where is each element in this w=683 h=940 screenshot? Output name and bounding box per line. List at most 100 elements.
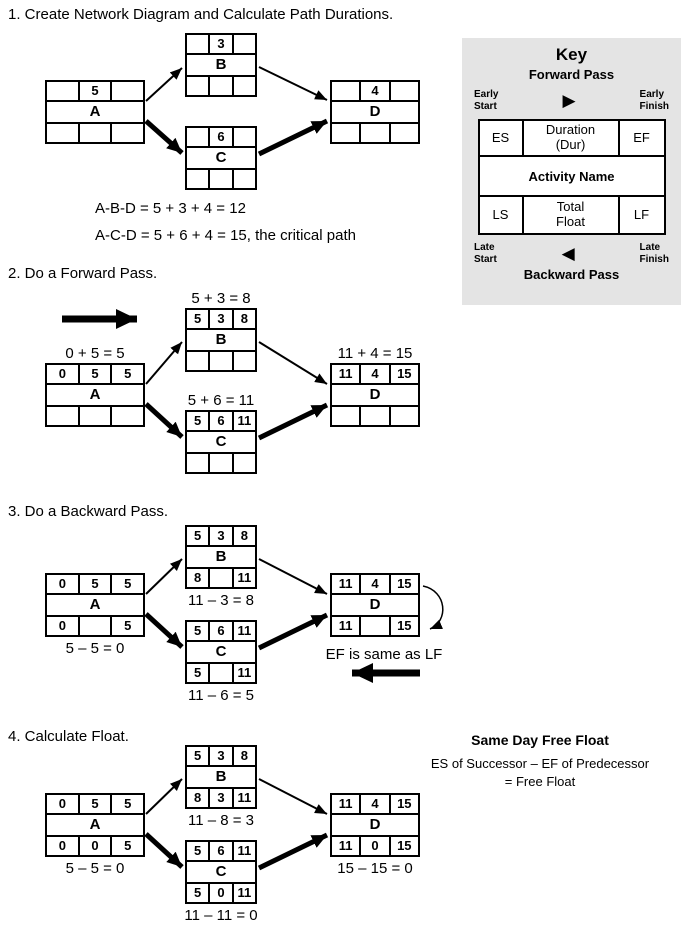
calc-b-s2: 5 + 3 = 8 (191, 290, 251, 307)
early-row: 0 5 5 (47, 365, 143, 385)
late-row (187, 170, 255, 188)
ls-cell: 11 (332, 837, 362, 855)
es-cell (187, 128, 211, 146)
critical-arrow-a-to-c-s4 (144, 832, 184, 869)
key-node-legend: ES Duration (Dur) EF Activity Name LS To… (477, 119, 666, 235)
ls-cell: 11 (332, 617, 362, 635)
legend-total-float-cell: Total Float (524, 197, 620, 233)
activity-node-c-s1: 6 C (185, 126, 257, 190)
es-cell: 0 (47, 795, 80, 813)
critical-arrow-c-to-d-s1 (257, 118, 329, 157)
lf-cell (391, 124, 418, 142)
ef-lf-note-s3: EF is same as LF (325, 646, 443, 663)
early-row: 6 (187, 128, 255, 148)
late-row (187, 77, 255, 95)
ef-cell (234, 128, 255, 146)
early-finish-label: Early Finish (639, 89, 669, 112)
duration-cell: 4 (361, 575, 391, 593)
calc-d-s2: 11 + 4 = 15 (337, 345, 413, 362)
lf-cell (391, 407, 418, 425)
activity-name: D (332, 102, 418, 124)
activity-name: A (47, 102, 143, 124)
ef-cell: 5 (124, 576, 132, 591)
calc-b-s3: 11 – 3 = 8 (187, 592, 255, 609)
float-cell (361, 617, 391, 635)
late-row: 8 3 11 (187, 789, 255, 807)
late-row: 5 11 (187, 664, 255, 682)
key-panel: Key Forward Pass Early Start ▶ Early Fin… (462, 38, 681, 305)
calc-a-s2: 0 + 5 = 5 (65, 345, 125, 362)
duration-cell: 6 (210, 128, 234, 146)
activity-node-c-s2: 5 6 11 C (185, 410, 257, 474)
ef-cell: 11 (237, 623, 252, 638)
section-4-title: 4. Calculate Float. (8, 728, 129, 745)
activity-node-d-s3: 11 4 15 D 11 15 (330, 573, 420, 637)
activity-name: B (187, 767, 255, 789)
ef-cell: 8 (240, 748, 248, 763)
forward-arrow-icon: ▶ (562, 91, 576, 110)
activity-node-d-s1: 4 D (330, 80, 420, 144)
float-cell (210, 170, 234, 188)
es-cell: 0 (47, 575, 80, 593)
ls-cell (332, 124, 362, 142)
arrow-b-to-d-s1 (258, 66, 328, 101)
ls-cell: 8 (187, 569, 211, 587)
es-cell: 5 (187, 310, 211, 328)
ef-cell: 8 (240, 311, 248, 326)
activity-name: C (187, 642, 255, 664)
activity-name: D (332, 385, 418, 407)
early-row: 5 3 8 (187, 310, 255, 330)
lf-cell: 15 (397, 618, 412, 633)
duration-cell: 5 (80, 82, 113, 100)
free-float-line2: = Free Float (504, 774, 576, 789)
legend-ls-cell: LS (480, 197, 524, 233)
activity-name: A (47, 595, 143, 617)
es-cell (47, 82, 80, 100)
es-cell: 11 (332, 575, 362, 593)
critical-arrow-a-to-c-s3 (144, 612, 184, 649)
ls-cell (187, 352, 211, 370)
duration-cell: 6 (210, 622, 234, 640)
es-cell: 5 (187, 622, 211, 640)
ls-cell (47, 124, 80, 142)
late-row: 0 5 (47, 617, 143, 635)
ls-cell: 0 (47, 617, 80, 635)
arrow-b-to-d-s2 (258, 341, 328, 385)
section-2-title: 2. Do a Forward Pass. (8, 265, 158, 282)
ef-cell: 5 (124, 796, 132, 811)
activity-name: B (187, 55, 255, 77)
duration-cell: 5 (80, 575, 113, 593)
activity-node-d-s2: 11 4 15 D (330, 363, 420, 427)
critical-arrow-a-to-c-s2 (144, 402, 184, 439)
late-start-label: Late Start (474, 242, 497, 265)
es-cell: 5 (187, 842, 211, 860)
free-float-title: Same Day Free Float (471, 732, 609, 748)
path-duration-abd: A-B-D = 5 + 3 + 4 = 12 (95, 200, 246, 217)
activity-node-c-s3: 5 6 11 C 5 11 (185, 620, 257, 684)
duration-cell: 3 (210, 527, 234, 545)
key-backward-pass-label: Backward Pass (523, 267, 620, 282)
activity-node-a-s3: 0 5 5 A 0 5 (45, 573, 145, 637)
free-float-line1: ES of Successor – EF of Predecessor (430, 756, 650, 771)
float-cell: 3 (210, 789, 234, 807)
calc-c-s3: 11 – 6 = 5 (187, 687, 255, 704)
lf-cell (234, 77, 255, 95)
arrow-a-to-b-s3 (145, 558, 183, 595)
legend-lf-cell: LF (633, 206, 650, 222)
duration-cell: 4 (361, 365, 391, 383)
arrow-a-to-b-s4 (145, 778, 183, 815)
early-row: 5 3 8 (187, 747, 255, 767)
early-row: 11 4 15 (332, 365, 418, 385)
es-cell: 5 (187, 527, 211, 545)
critical-arrow-c-to-d-s4 (257, 832, 329, 871)
es-cell (187, 35, 211, 53)
es-cell: 5 (187, 747, 211, 765)
late-row (47, 124, 143, 142)
lf-cell (234, 170, 255, 188)
arrow-b-to-d-s3 (258, 558, 328, 595)
duration-cell: 5 (80, 795, 113, 813)
ls-cell: 5 (187, 884, 211, 902)
duration-cell: 6 (210, 412, 234, 430)
critical-arrow-a-to-c-s1 (144, 119, 184, 155)
late-row: 11 15 (332, 617, 418, 635)
